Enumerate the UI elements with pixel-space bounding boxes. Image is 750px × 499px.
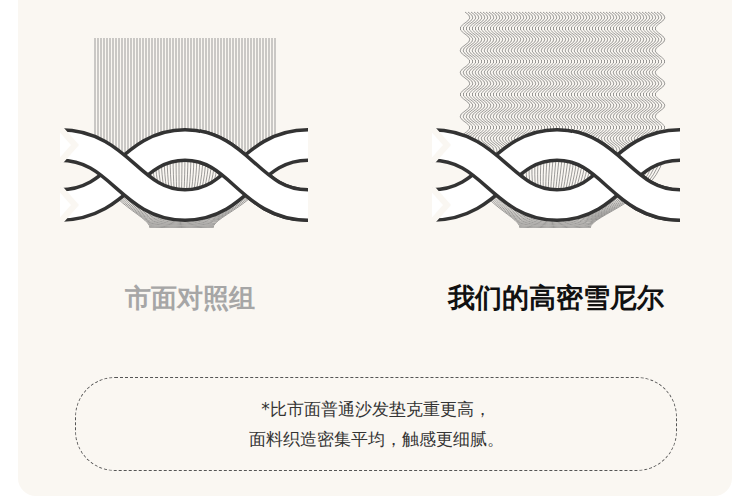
strand-fill [60,145,308,205]
strand-notch [60,128,75,222]
product-label: 我们的高密雪尼尔 [448,280,664,316]
note-box: *比市面普通沙发垫克重更高， 面料织造密集平均，触感更细腻。 [75,377,677,471]
strand-fill [572,145,680,205]
braid-left [60,128,308,222]
strand-outline [60,145,308,205]
control-label: 市面对照组 [125,281,255,316]
strand-outline [432,145,680,205]
strand-overlap [200,145,308,205]
strand-overlap [572,145,680,205]
strand-outline [572,145,680,205]
strand-fill [60,145,308,205]
strand-outline [432,145,680,205]
strand-fill [432,145,680,205]
strand-fill [432,145,680,205]
strand-outline [200,145,308,205]
note-text: *比市面普通沙发垫克重更高， 面料织造密集平均，触感更细腻。 [242,394,510,454]
strand-fill [200,145,308,205]
strand-outline [60,145,308,205]
braid-right [432,128,680,222]
strand-notch [432,128,447,222]
